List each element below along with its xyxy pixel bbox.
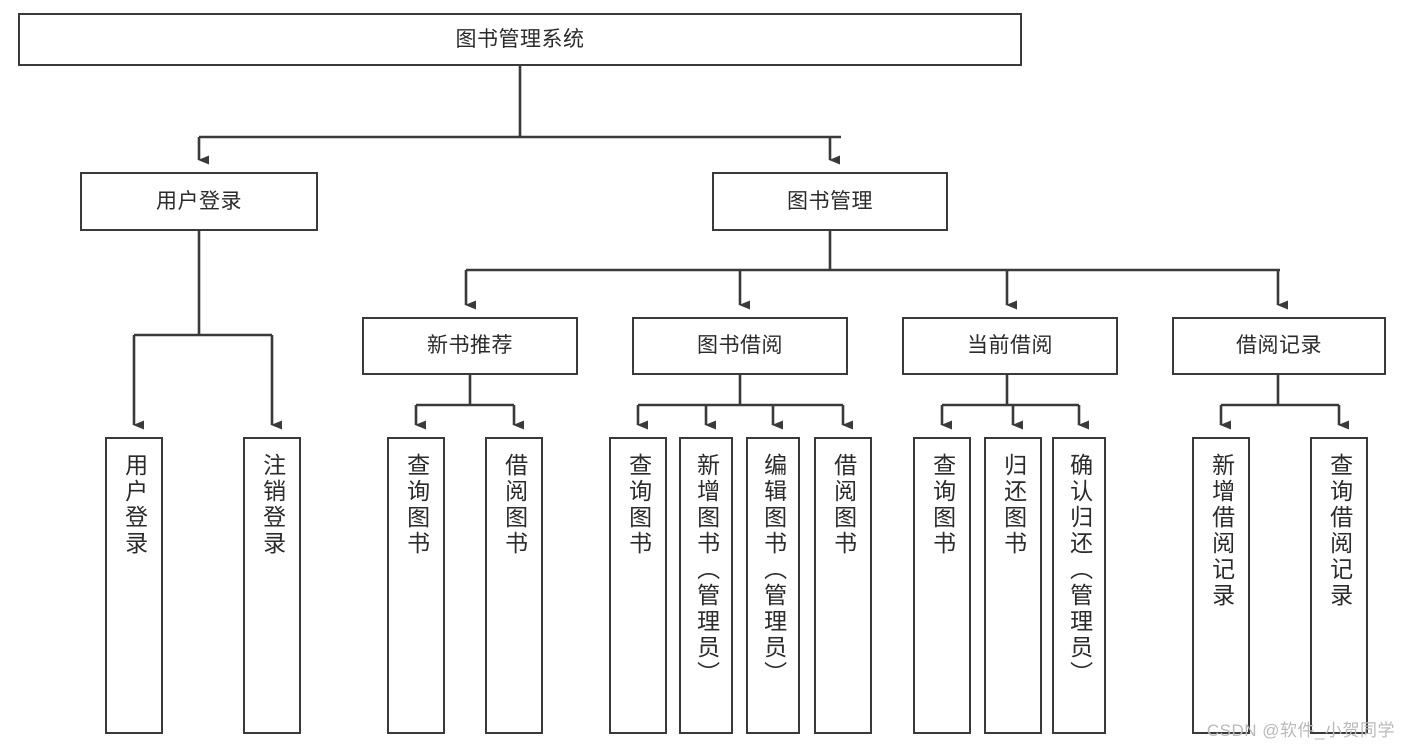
- node-leaf[interactable]: 归还图书: [984, 437, 1042, 734]
- node-new-book-recommend[interactable]: 新书推荐: [362, 317, 578, 375]
- node-book-borrow-label: 图书借阅: [697, 334, 783, 358]
- node-leaf-label: 查询图书: [403, 453, 430, 557]
- node-leaf-label: 查询图书: [929, 453, 956, 557]
- node-leaf-label: 确认归还（管理员）: [1066, 453, 1093, 687]
- node-root-system[interactable]: 图书管理系统: [18, 13, 1022, 66]
- node-leaf[interactable]: 新增借阅记录: [1192, 437, 1250, 734]
- node-leaf[interactable]: 查询图书: [913, 437, 971, 734]
- node-book-borrow[interactable]: 图书借阅: [632, 317, 848, 375]
- node-root-label: 图书管理系统: [455, 27, 585, 51]
- node-leaf[interactable]: 确认归还（管理员）: [1052, 437, 1106, 734]
- node-leaf-label: 借阅图书: [501, 453, 528, 557]
- node-user-login[interactable]: 用户登录: [80, 172, 318, 231]
- node-leaf[interactable]: 借阅图书: [814, 437, 872, 734]
- node-leaf-label: 新增图书（管理员）: [693, 453, 720, 687]
- node-borrow-record[interactable]: 借阅记录: [1172, 317, 1386, 375]
- node-leaf[interactable]: 用户登录: [105, 437, 163, 734]
- node-leaf-label: 借阅图书: [830, 453, 857, 557]
- node-user-login-label: 用户登录: [156, 189, 242, 213]
- node-leaf-label: 新增借阅记录: [1208, 453, 1235, 609]
- node-leaf[interactable]: 新增图书（管理员）: [679, 437, 733, 734]
- node-book-management[interactable]: 图书管理: [712, 172, 948, 231]
- node-leaf[interactable]: 注销登录: [243, 437, 301, 734]
- node-leaf-label: 查询借阅记录: [1326, 453, 1353, 609]
- node-current-borrow-label: 当前借阅: [967, 334, 1053, 358]
- node-leaf-label: 注销登录: [259, 453, 286, 557]
- node-leaf-label: 查询图书: [625, 453, 652, 557]
- node-leaf[interactable]: 查询借阅记录: [1310, 437, 1368, 734]
- node-new-book-recommend-label: 新书推荐: [427, 334, 513, 358]
- node-leaf[interactable]: 查询图书: [387, 437, 445, 734]
- node-leaf[interactable]: 借阅图书: [485, 437, 543, 734]
- node-book-management-label: 图书管理: [787, 189, 873, 213]
- node-leaf[interactable]: 编辑图书（管理员）: [746, 437, 800, 734]
- node-leaf-label: 用户登录: [121, 453, 148, 557]
- node-current-borrow[interactable]: 当前借阅: [902, 317, 1118, 375]
- node-leaf-label: 归还图书: [1000, 453, 1027, 557]
- node-borrow-record-label: 借阅记录: [1236, 334, 1322, 358]
- node-leaf[interactable]: 查询图书: [609, 437, 667, 734]
- node-leaf-label: 编辑图书（管理员）: [760, 453, 787, 687]
